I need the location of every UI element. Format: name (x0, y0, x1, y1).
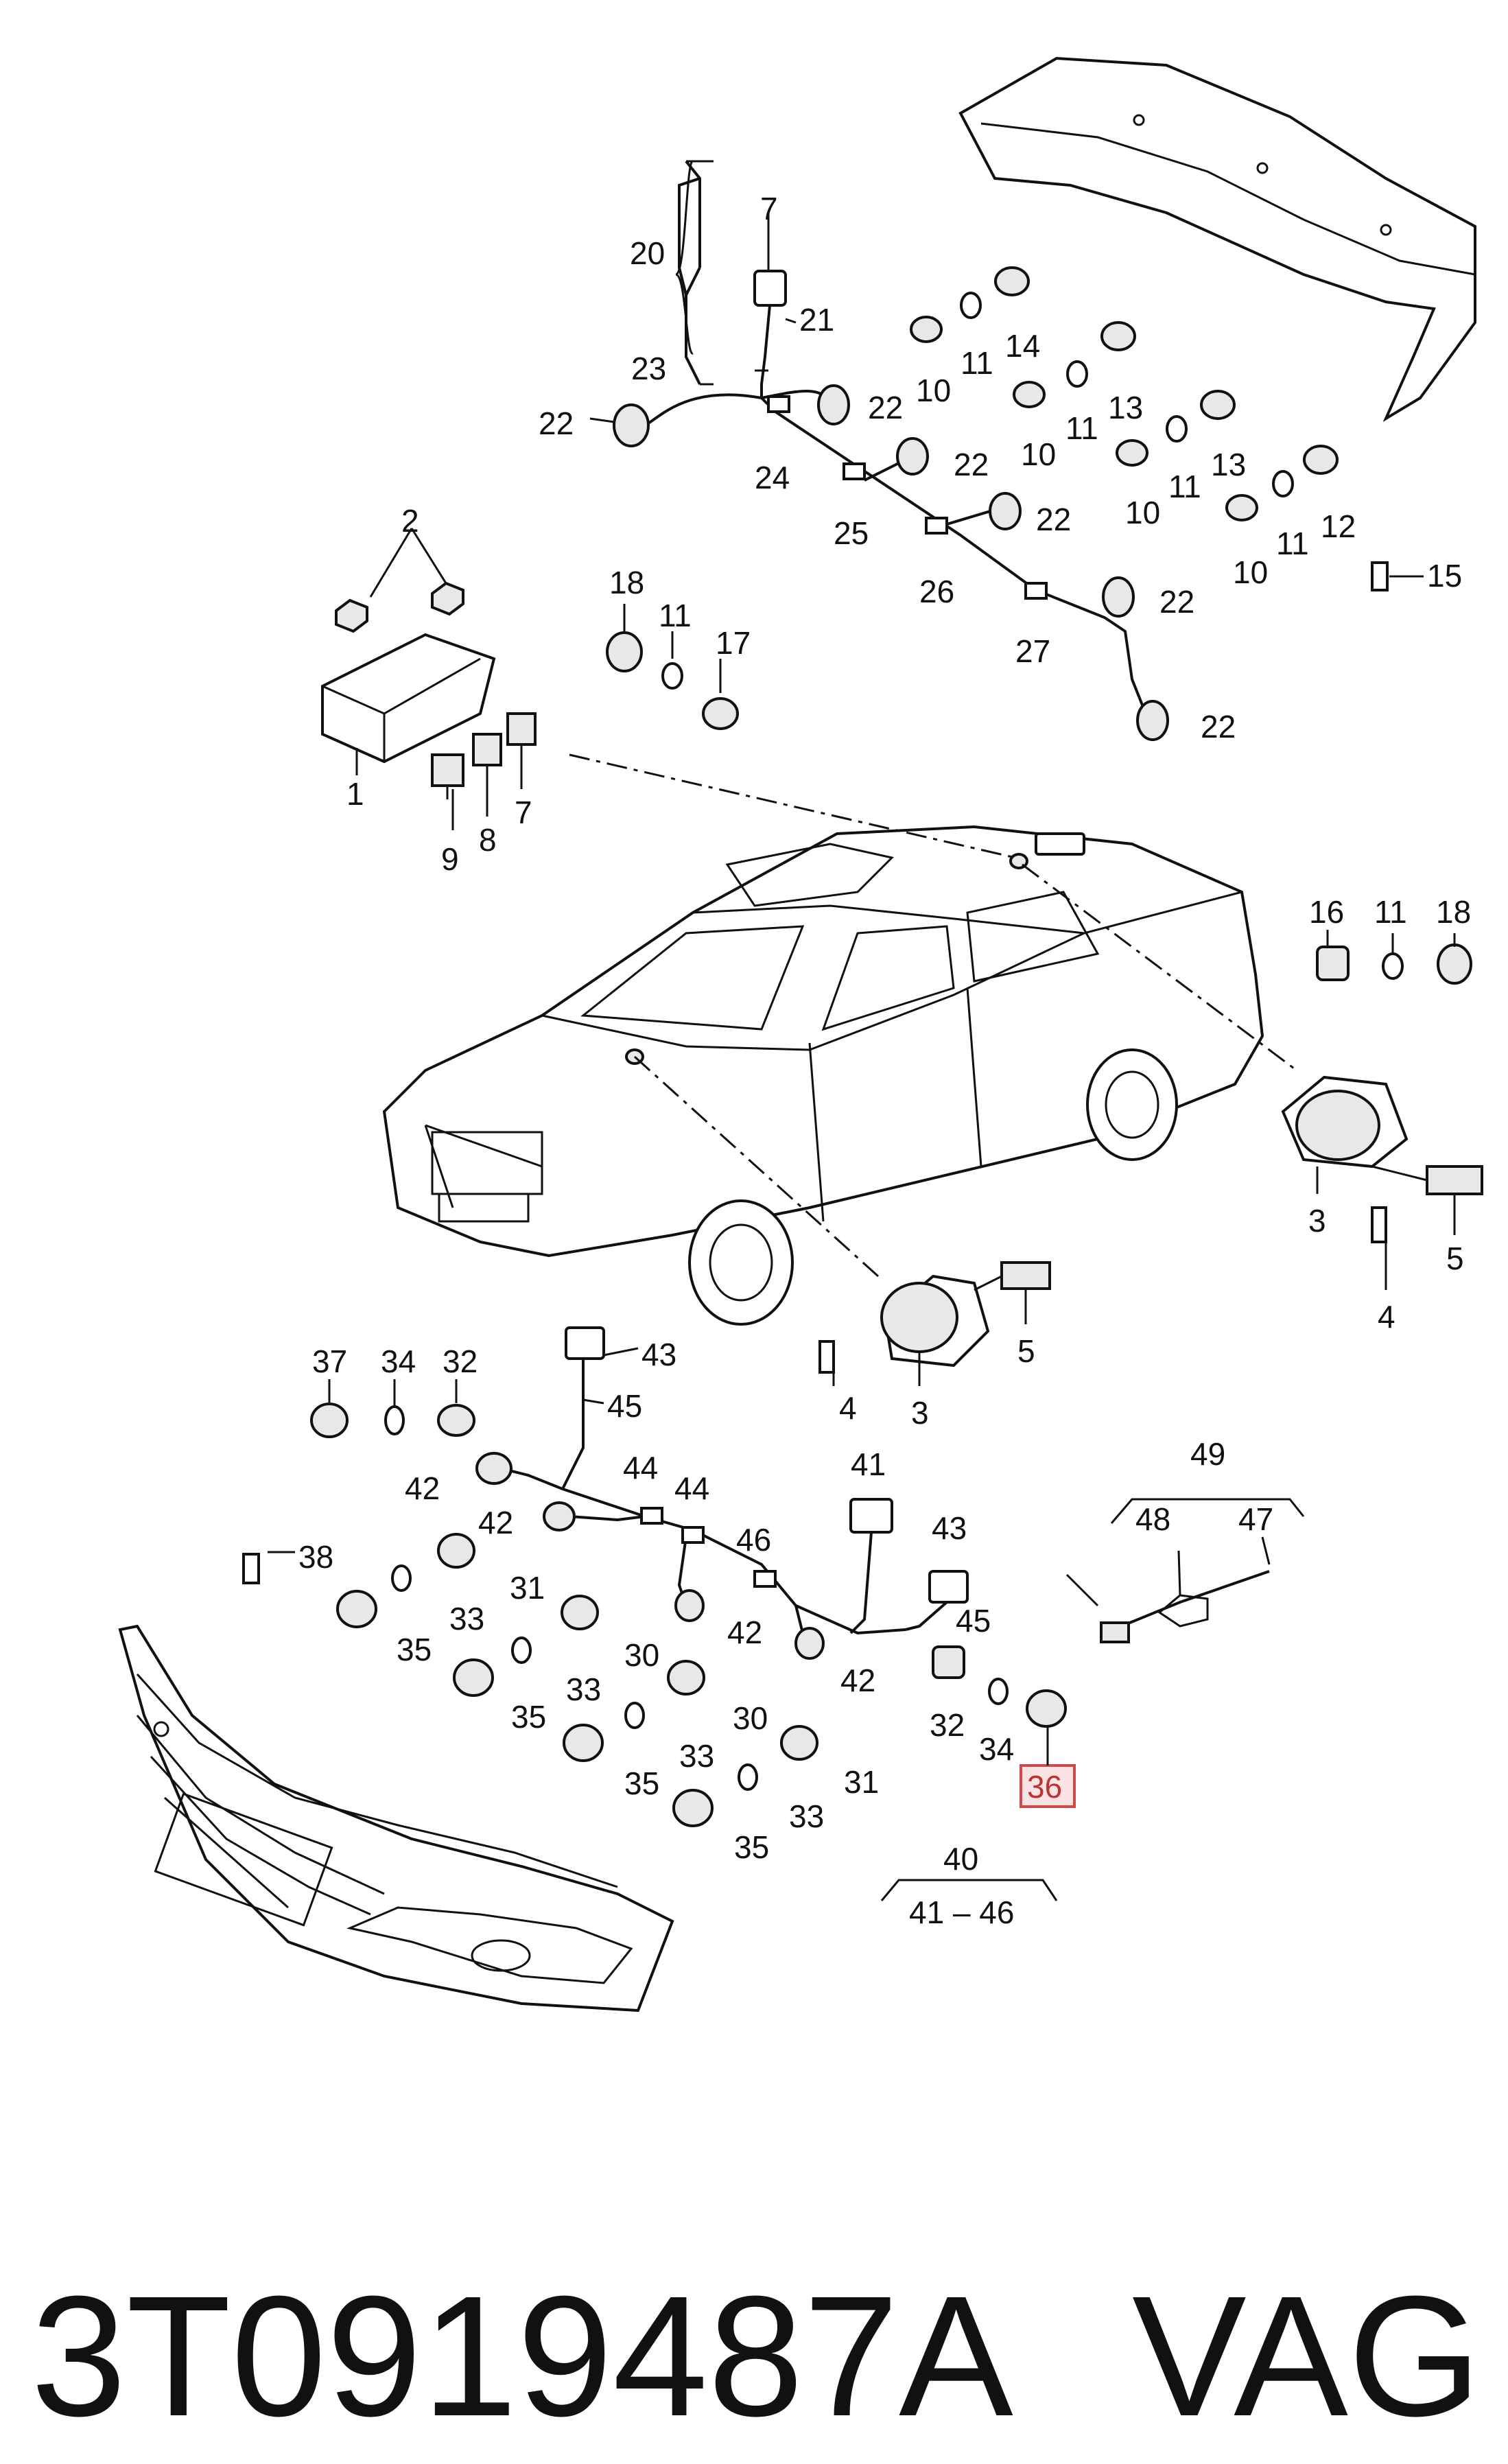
callout-1: 1 (346, 776, 364, 812)
callout-42: 42 (478, 1505, 513, 1540)
rear-bumper (958, 56, 1476, 422)
callout-31: 31 (844, 1764, 879, 1800)
callout-25: 25 (834, 515, 869, 551)
callout-10: 10 (1233, 554, 1268, 590)
callout-13: 13 (1108, 390, 1143, 425)
callout-45: 45 (956, 1603, 991, 1639)
callout-22: 22 (868, 390, 903, 425)
callout-22: 22 (1036, 502, 1071, 537)
callout-4: 4 (1378, 1299, 1395, 1335)
callout-46: 46 (736, 1522, 771, 1558)
callout-33: 33 (449, 1601, 484, 1636)
cable-tie (1100, 1570, 1270, 1643)
callout-11: 11 (1374, 894, 1407, 930)
front-bumper (118, 1624, 674, 2013)
callout-45: 45 (607, 1388, 642, 1424)
callout-11: 11 (961, 345, 993, 381)
callout-23: 23 (631, 351, 666, 386)
callout-8: 8 (479, 822, 497, 858)
callout-9: 9 (441, 841, 459, 877)
callout-33: 33 (679, 1738, 714, 1774)
callout-42: 42 (727, 1615, 762, 1650)
callout-41: 41 (851, 1446, 886, 1482)
callout-20: 20 (630, 235, 665, 271)
sensor-17 (702, 697, 739, 730)
callout-numbers: 20 7 21 23 22 22 22 22 22 22 24 25 26 27… (298, 191, 1471, 1930)
seal-ring-11 (661, 662, 683, 690)
callout-43: 43 (641, 1337, 676, 1372)
callout-44: 44 (623, 1450, 658, 1486)
callout-11: 11 (1065, 410, 1098, 446)
callout-36: 36 (1027, 1769, 1062, 1805)
callout-42: 42 (840, 1663, 875, 1698)
callout-5: 5 (1446, 1241, 1464, 1276)
callout-26: 26 (919, 574, 954, 609)
callout-14: 14 (1005, 328, 1040, 364)
rear-sensors (910, 266, 1389, 591)
callout-32: 32 (443, 1344, 478, 1379)
callout-48: 48 (1135, 1501, 1170, 1537)
callout-21: 21 (799, 302, 834, 338)
callout-18: 18 (609, 565, 644, 600)
callout-40: 40 (943, 1841, 978, 1877)
callout-10: 10 (916, 373, 951, 408)
callout-33: 33 (566, 1671, 601, 1707)
callout-3: 3 (1308, 1203, 1326, 1239)
callout-49: 49 (1190, 1436, 1225, 1472)
rear-warning-buzzer (1281, 943, 1483, 1243)
callout-35: 35 (397, 1632, 432, 1667)
callout-11: 11 (1168, 469, 1201, 504)
leader-lines (569, 753, 1297, 1278)
callout-34: 34 (381, 1344, 416, 1379)
callout-lines (268, 160, 1456, 1901)
callout-10: 10 (1021, 436, 1056, 472)
callout-24: 24 (755, 460, 790, 495)
callout-41-46-range: 41 – 46 (909, 1894, 1014, 1930)
callout-38: 38 (298, 1539, 333, 1575)
callout-30: 30 (733, 1700, 768, 1736)
callout-16: 16 (1309, 894, 1344, 930)
callout-22: 22 (1201, 709, 1236, 744)
callout-11: 11 (1276, 526, 1309, 561)
front-warning-buzzer (818, 1261, 1051, 1374)
callout-34: 34 (979, 1731, 1014, 1767)
callout-4: 4 (839, 1390, 857, 1426)
callout-18: 18 (1436, 894, 1471, 930)
brand-name: VAG (1132, 2260, 1481, 2452)
callout-35: 35 (511, 1699, 546, 1735)
retaining-ring-18 (606, 631, 643, 672)
control-unit (321, 581, 537, 799)
part-number: 3T0919487A (31, 2260, 1013, 2452)
callout-32: 32 (930, 1707, 965, 1743)
callout-7: 7 (515, 795, 532, 830)
callout-33: 33 (789, 1798, 824, 1834)
callout-35: 35 (624, 1765, 659, 1801)
callout-44: 44 (674, 1470, 709, 1506)
front-wiring-harness (475, 1326, 969, 1660)
callout-3: 3 (911, 1395, 929, 1431)
callout-42: 42 (405, 1470, 440, 1506)
callout-27: 27 (1015, 633, 1050, 669)
callout-13: 13 (1211, 447, 1246, 482)
callout-2: 2 (401, 503, 419, 539)
callout-30: 30 (624, 1637, 659, 1673)
callout-5: 5 (1017, 1333, 1035, 1369)
callout-37: 37 (312, 1344, 347, 1379)
callout-22: 22 (539, 406, 574, 441)
callout-22: 22 (1159, 584, 1194, 620)
callout-43: 43 (932, 1510, 967, 1546)
callout-15: 15 (1427, 558, 1462, 594)
callout-22: 22 (954, 447, 989, 482)
vehicle-body (382, 825, 1264, 1326)
callout-17: 17 (716, 625, 751, 661)
callout-35: 35 (734, 1829, 769, 1865)
rear-wiring-harness (613, 160, 1169, 741)
callout-47: 47 (1238, 1501, 1273, 1537)
callout-12: 12 (1321, 508, 1356, 544)
callout-31: 31 (510, 1570, 545, 1606)
callout-7: 7 (760, 191, 778, 226)
callout-10: 10 (1125, 495, 1160, 530)
callout-11: 11 (659, 598, 692, 633)
